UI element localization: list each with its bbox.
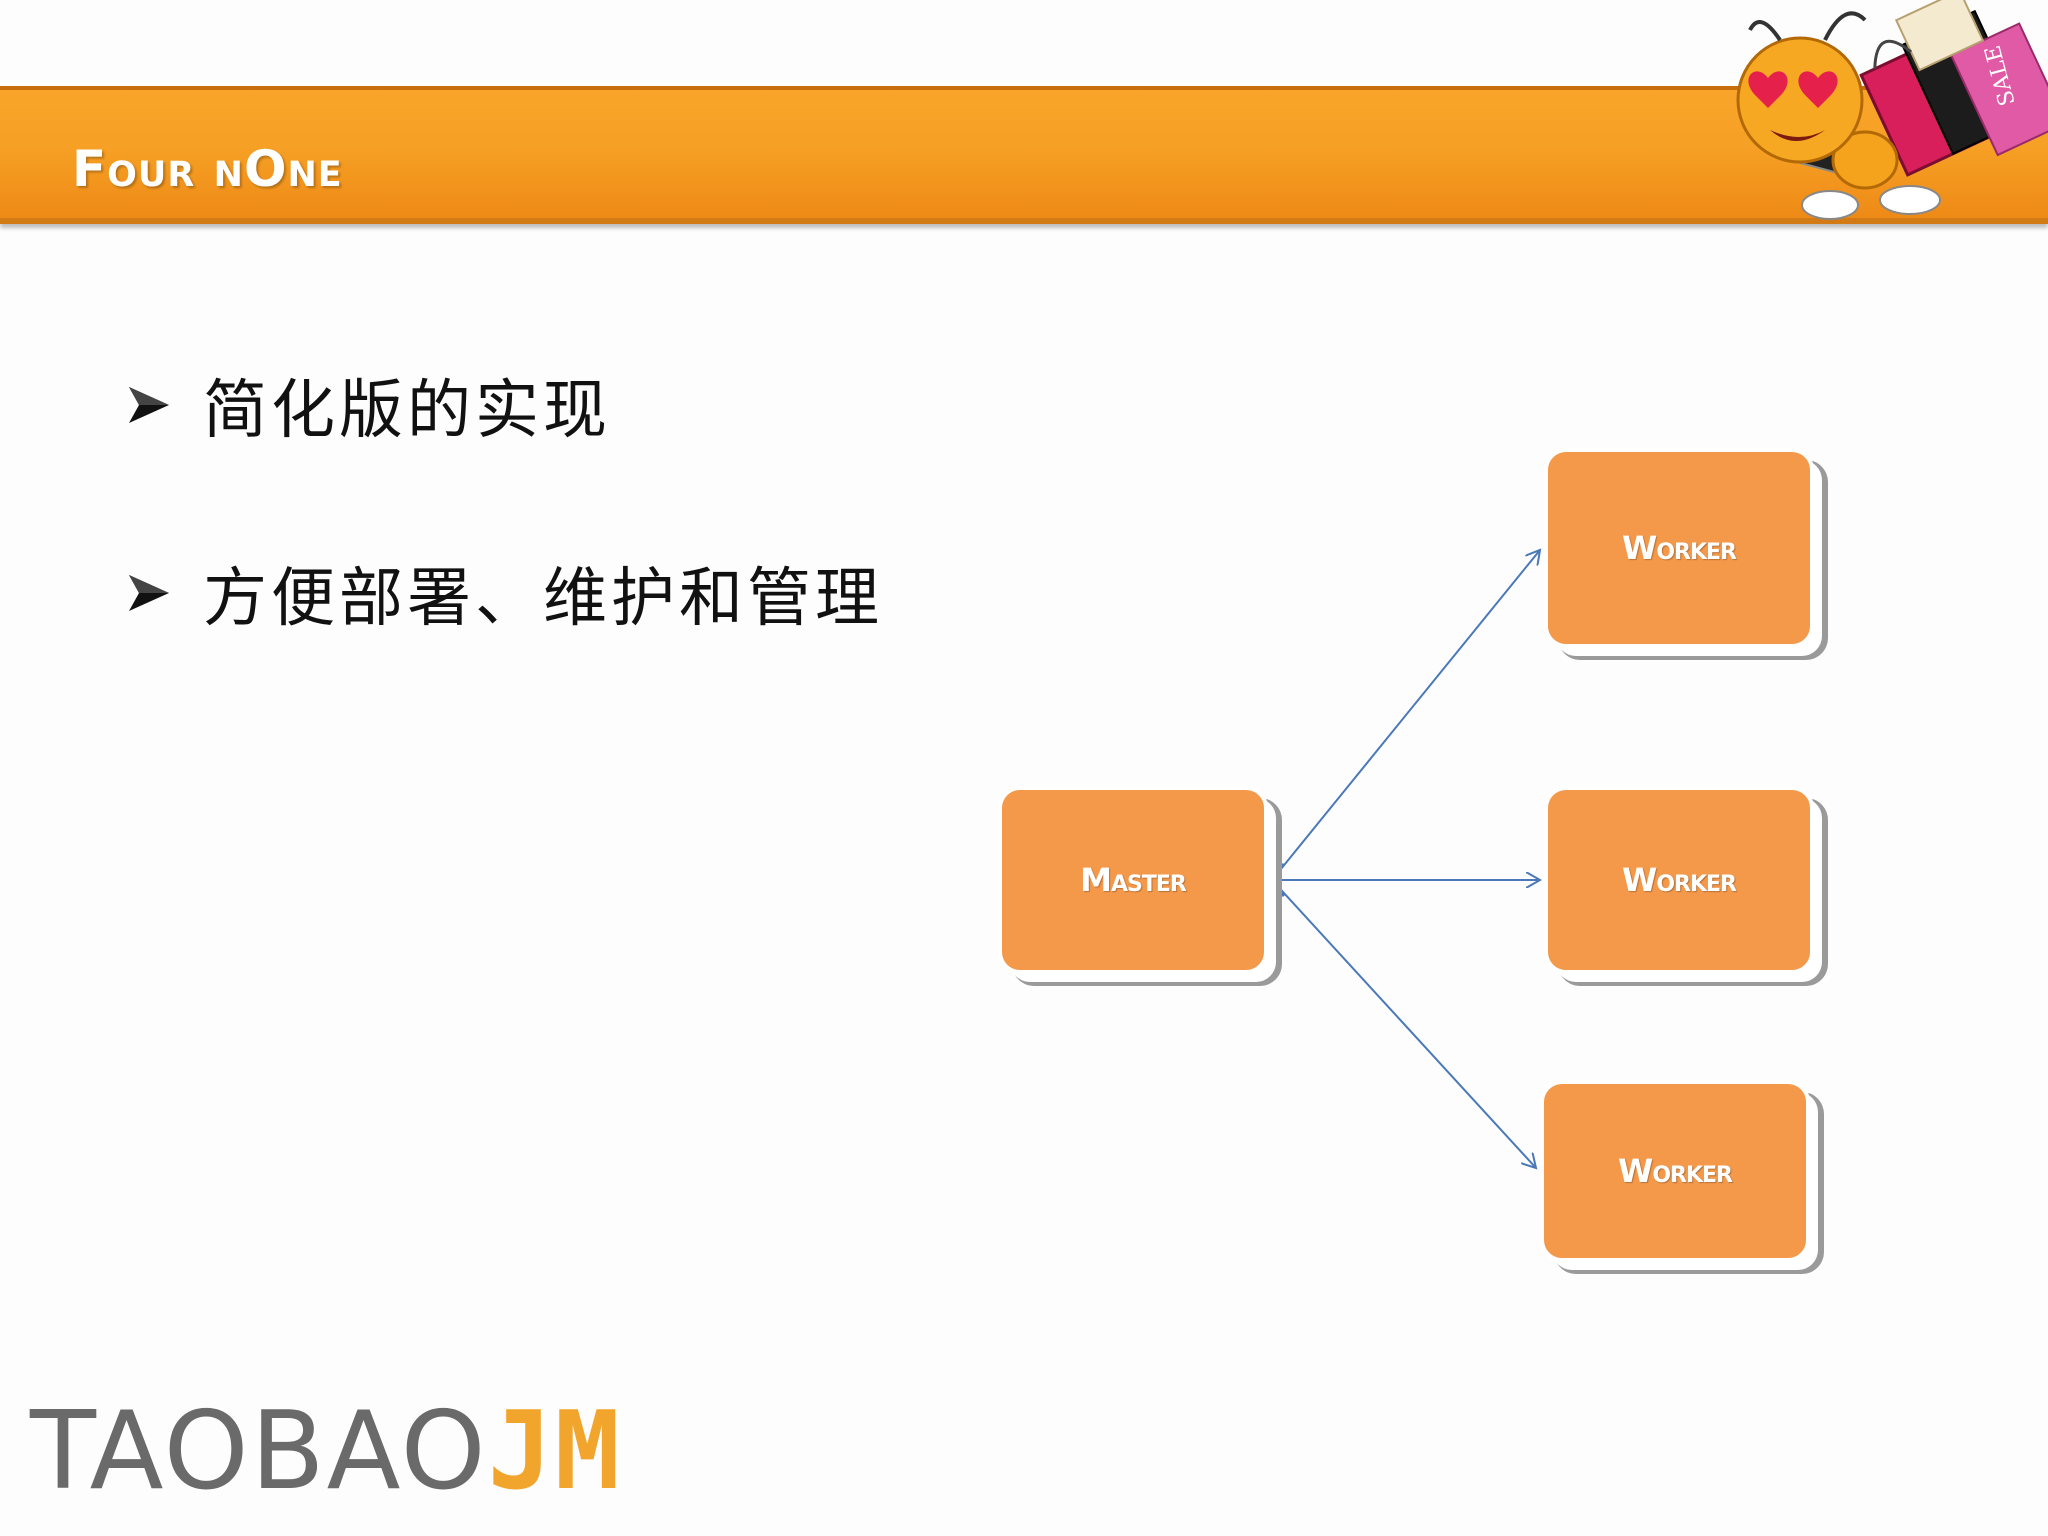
footer-logo: TAOBAOJM	[30, 1398, 622, 1506]
worker-node-1: Worker	[1544, 448, 1814, 648]
edge-master-worker-1	[1271, 550, 1540, 881]
master-node: Master	[998, 786, 1268, 974]
arrowhead-bullet-icon	[129, 387, 169, 423]
worker-label: Worker	[1622, 861, 1737, 899]
worker-node-2: Worker	[1544, 786, 1814, 974]
arrowhead-bullet-icon	[129, 575, 169, 611]
logo-text-taobao: TAOBAO	[30, 1389, 488, 1514]
bullet-text: 简化版的实现	[203, 374, 611, 448]
edge-master-worker-3	[1271, 879, 1536, 1168]
list-item: 方便部署、维护和管理	[125, 548, 883, 638]
bullet-text: 方便部署、维护和管理	[203, 562, 883, 636]
worker-label: Worker	[1622, 529, 1737, 567]
header-bar	[0, 86, 2048, 224]
logo-text-jm: JM	[487, 1389, 622, 1514]
worker-node-3: Worker	[1540, 1080, 1810, 1262]
ant-mascot-icon: SALE	[1736, 0, 2048, 220]
master-port-arrow	[1268, 863, 1286, 897]
bullet-list: 简化版的实现 方便部署、维护和管理	[125, 360, 883, 736]
header-title: Four nOne	[72, 140, 343, 198]
master-label: Master	[1080, 861, 1187, 899]
worker-label: Worker	[1618, 1152, 1733, 1190]
list-item: 简化版的实现	[125, 360, 883, 450]
